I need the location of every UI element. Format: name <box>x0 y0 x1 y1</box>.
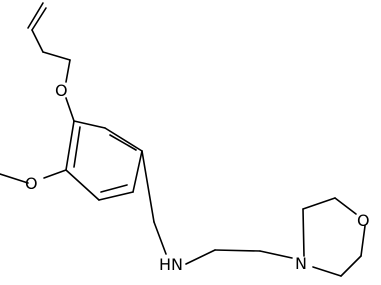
methoxy-oxygen-label: O <box>25 174 38 193</box>
ring-double-bond-1 <box>109 134 137 151</box>
methoxy-methyl-bond <box>0 173 29 184</box>
ring-bond-c2-c3 <box>104 127 143 152</box>
allyl-ch2-bond <box>42 51 71 61</box>
morpholine-c3-o-bond <box>334 197 357 215</box>
amine-nh-label: HN <box>159 255 183 274</box>
morpholine-nitrogen-label: N <box>295 254 307 273</box>
allyl-vinyl-bond <box>31 29 44 53</box>
morpholine-ring <box>302 197 366 277</box>
allyl-o-ring-bond <box>65 97 75 122</box>
propyl-bond-2 <box>214 249 261 252</box>
propyl-bond-3 <box>259 250 293 259</box>
ring-bond-c1-c2 <box>73 120 106 129</box>
allyl-group <box>27 2 71 83</box>
ch2-nh-bond <box>153 221 167 255</box>
allyl-o-bond <box>65 59 71 83</box>
morpholine-c6-n-bond <box>312 266 342 277</box>
nh-propyl-bond-1 <box>185 249 216 265</box>
methoxy-o-ring-bond <box>43 169 67 179</box>
benzyl-ch2-bond <box>141 150 155 223</box>
morpholine-oxygen-label: O <box>357 211 370 230</box>
morpholine-n-c2-bond <box>302 208 305 257</box>
morpholine-c5-c6-bond <box>340 255 362 277</box>
substituent-bonds <box>0 97 293 265</box>
allyl-terminal-double-bond-b <box>27 2 44 29</box>
ring-bond-c3-c4 <box>132 150 143 193</box>
ring-bond-c5-c6 <box>65 169 100 201</box>
ring-bond-c4-c5 <box>98 191 134 201</box>
ring-double-bond-2 <box>100 184 128 193</box>
morpholine-o-c5-bond <box>360 225 366 257</box>
ring-bond-c6-c1 <box>65 120 75 171</box>
allyl-oxygen-label: O <box>55 81 68 100</box>
ring-double-bond-3 <box>73 126 81 168</box>
allyl-terminal-double-bond-a <box>31 7 47 31</box>
benzene-ring <box>65 120 143 201</box>
morpholine-c2-c3-bond <box>302 197 336 210</box>
